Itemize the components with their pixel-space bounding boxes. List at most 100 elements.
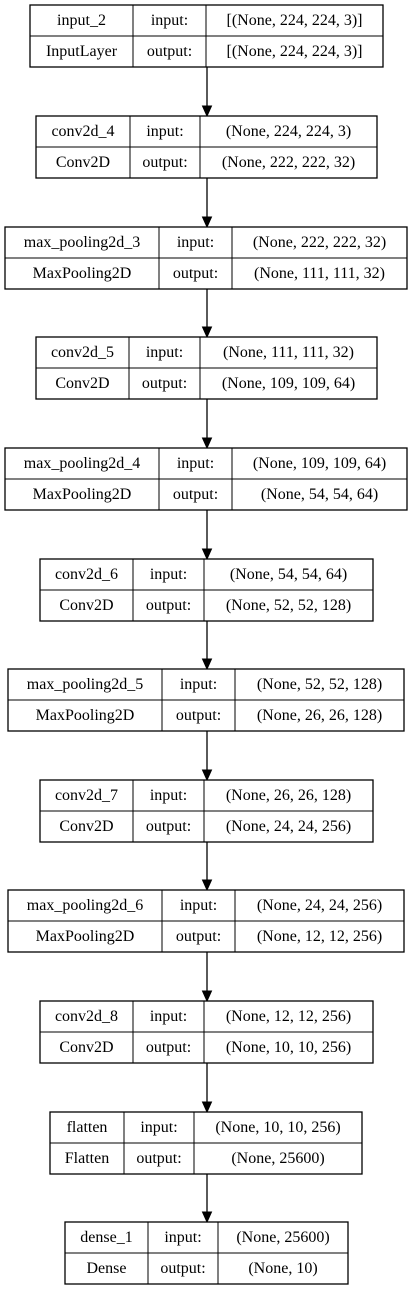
input-shape: (None, 222, 222, 32) bbox=[253, 234, 386, 251]
input-label: input: bbox=[180, 676, 217, 693]
input-label: input: bbox=[150, 787, 187, 804]
layer-type: Conv2D bbox=[59, 818, 113, 835]
input-shape: (None, 52, 52, 128) bbox=[257, 676, 382, 693]
input-label: input: bbox=[146, 123, 183, 140]
edge-arrow bbox=[201, 399, 213, 450]
output-shape: [(None, 224, 224, 3)] bbox=[227, 43, 363, 60]
layer-name: max_pooling2d_4 bbox=[24, 455, 140, 472]
input-label: input: bbox=[151, 12, 188, 29]
edge-arrow bbox=[201, 510, 213, 561]
layer-name: input_2 bbox=[57, 12, 106, 29]
layer-name: conv2d_7 bbox=[55, 787, 118, 804]
input-shape: (None, 26, 26, 128) bbox=[226, 787, 351, 804]
input-shape: (None, 109, 109, 64) bbox=[253, 455, 386, 472]
input-shape: (None, 111, 111, 32) bbox=[223, 344, 354, 361]
layer-type: MaxPooling2D bbox=[36, 928, 135, 945]
output-label: output: bbox=[142, 154, 187, 171]
layer-name: conv2d_5 bbox=[51, 344, 114, 361]
layer-name: flatten bbox=[67, 1119, 108, 1136]
arrowhead-icon bbox=[201, 1101, 213, 1114]
layer-name: max_pooling2d_3 bbox=[24, 234, 140, 251]
arrowhead-icon bbox=[201, 879, 213, 892]
layer-type: MaxPooling2D bbox=[33, 486, 132, 503]
layer-name: conv2d_8 bbox=[55, 1008, 118, 1025]
output-shape: (None, 52, 52, 128) bbox=[226, 597, 351, 614]
output-shape: (None, 25600) bbox=[231, 1150, 324, 1167]
layer-name: max_pooling2d_6 bbox=[27, 897, 143, 914]
output-shape: (None, 24, 24, 256) bbox=[226, 818, 351, 835]
arrowhead-icon bbox=[201, 990, 213, 1003]
input-label: input: bbox=[150, 566, 187, 583]
edge-arrow bbox=[201, 178, 213, 229]
layer-type: Conv2D bbox=[56, 154, 110, 171]
arrowhead-icon bbox=[201, 216, 213, 229]
edge-arrow bbox=[201, 1174, 213, 1224]
input-label: input: bbox=[177, 234, 214, 251]
layer-name: dense_1 bbox=[80, 1229, 132, 1246]
edge-arrow bbox=[201, 731, 213, 782]
layer-type: Conv2D bbox=[55, 375, 109, 392]
layer-type: InputLayer bbox=[46, 43, 118, 60]
output-label: output: bbox=[173, 486, 218, 503]
output-shape: (None, 26, 26, 128) bbox=[257, 707, 382, 724]
output-label: output: bbox=[146, 1039, 191, 1056]
output-label: output: bbox=[147, 43, 192, 60]
input-label: input: bbox=[140, 1119, 177, 1136]
arrowhead-icon bbox=[201, 105, 213, 118]
input-label: input: bbox=[180, 897, 217, 914]
layer-name: conv2d_6 bbox=[55, 566, 118, 583]
edge-arrow bbox=[201, 1063, 213, 1114]
output-shape: (None, 54, 54, 64) bbox=[261, 486, 378, 503]
edge-arrow bbox=[201, 952, 213, 1003]
output-label: output: bbox=[142, 375, 187, 392]
output-label: output: bbox=[176, 707, 221, 724]
layer-type: Flatten bbox=[65, 1150, 109, 1167]
input-label: input: bbox=[177, 455, 214, 472]
input-label: input: bbox=[146, 344, 183, 361]
output-shape: (None, 10) bbox=[248, 1260, 317, 1277]
output-shape: (None, 10, 10, 256) bbox=[226, 1039, 351, 1056]
output-label: output: bbox=[136, 1150, 181, 1167]
input-label: input: bbox=[150, 1008, 187, 1025]
output-label: output: bbox=[146, 818, 191, 835]
layer-type: MaxPooling2D bbox=[36, 707, 135, 724]
output-label: output: bbox=[176, 928, 221, 945]
layer-type: Dense bbox=[87, 1260, 127, 1277]
layer-type: Conv2D bbox=[59, 1039, 113, 1056]
arrowhead-icon bbox=[201, 658, 213, 671]
arrowhead-icon bbox=[201, 548, 213, 561]
edge-arrow bbox=[201, 289, 213, 339]
edge-arrow bbox=[201, 621, 213, 671]
output-label: output: bbox=[146, 597, 191, 614]
input-shape: (None, 10, 10, 256) bbox=[215, 1119, 340, 1136]
arrowhead-icon bbox=[201, 769, 213, 782]
output-shape: (None, 111, 111, 32) bbox=[254, 265, 385, 282]
layer-type: MaxPooling2D bbox=[33, 265, 132, 282]
arrowhead-icon bbox=[201, 326, 213, 339]
input-shape: (None, 24, 24, 256) bbox=[257, 897, 382, 914]
output-shape: (None, 109, 109, 64) bbox=[222, 375, 355, 392]
arrowhead-icon bbox=[201, 1211, 213, 1224]
input-label: input: bbox=[164, 1229, 201, 1246]
output-label: output: bbox=[173, 265, 218, 282]
layer-type: Conv2D bbox=[59, 597, 113, 614]
edge-arrow bbox=[201, 842, 213, 892]
arrowhead-icon bbox=[201, 437, 213, 450]
output-shape: (None, 12, 12, 256) bbox=[257, 928, 382, 945]
layer-name: max_pooling2d_5 bbox=[27, 676, 143, 693]
output-label: output: bbox=[160, 1260, 205, 1277]
